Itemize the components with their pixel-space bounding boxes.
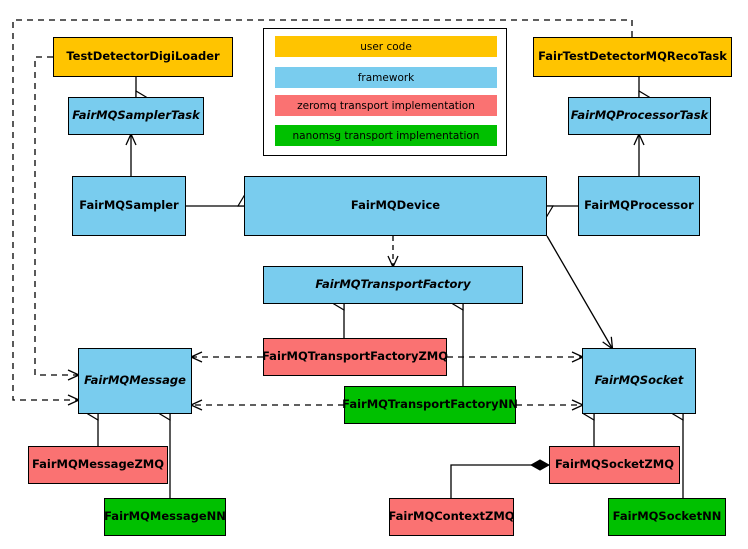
edge-digiloader-message xyxy=(34,56,78,375)
class-node-FairMQTransportFactoryZMQ[interactable]: FairMQTransportFactoryZMQ xyxy=(262,338,448,376)
legend-item-user-code: user code xyxy=(275,36,497,57)
class-node-FairMQTransportFactory[interactable]: FairMQTransportFactory xyxy=(263,266,523,304)
legend-item-label: zeromq transport implementation xyxy=(297,99,475,112)
class-node-FairMQProcessor[interactable]: FairMQProcessor xyxy=(578,176,700,236)
class-node-FairMQMessageNN[interactable]: FairMQMessageNN xyxy=(104,498,226,536)
class-node-FairMQProcessorTask[interactable]: FairMQProcessorTask xyxy=(568,97,711,135)
legend-item-zeromq: zeromq transport implementation xyxy=(275,95,497,116)
legend-item-framework: framework xyxy=(275,67,497,88)
legend-item-label: user code xyxy=(360,40,412,53)
class-node-FairMQMessage[interactable]: FairMQMessage xyxy=(78,348,192,414)
edge-recotask-message xyxy=(12,19,633,400)
class-node-FairMQSocketNN[interactable]: FairMQSocketNN xyxy=(608,498,726,536)
class-node-FairMQContextZMQ[interactable]: FairMQContextZMQ xyxy=(388,498,515,536)
class-node-FairMQSamplerTask[interactable]: FairMQSamplerTask xyxy=(68,97,204,135)
class-node-FairMQSampler[interactable]: FairMQSampler xyxy=(72,176,186,236)
class-node-FairMQDevice[interactable]: FairMQDevice xyxy=(244,176,547,236)
legend-item-nanomsg: nanomsg transport implementation xyxy=(275,125,497,146)
edge-contextzmq-socketzmq xyxy=(450,465,549,498)
class-node-FairMQMessageZMQ[interactable]: FairMQMessageZMQ xyxy=(28,446,168,484)
class-node-TestDetectorDigiLoader[interactable]: TestDetectorDigiLoader xyxy=(53,37,233,77)
edge-device-socket xyxy=(546,235,612,348)
class-node-FairMQSocket[interactable]: FairMQSocket xyxy=(582,348,696,414)
legend-item-label: nanomsg transport implementation xyxy=(292,129,480,142)
class-node-FairTestDetectorMQRecoTask[interactable]: FairTestDetectorMQRecoTask xyxy=(533,37,732,77)
legend-item-label: framework xyxy=(357,71,415,84)
legend-box: user code framework zeromq transport imple… xyxy=(263,28,507,156)
class-node-FairMQSocketZMQ[interactable]: FairMQSocketZMQ xyxy=(549,446,680,484)
class-node-FairMQTransportFactoryNN[interactable]: FairMQTransportFactoryNN xyxy=(342,386,518,424)
